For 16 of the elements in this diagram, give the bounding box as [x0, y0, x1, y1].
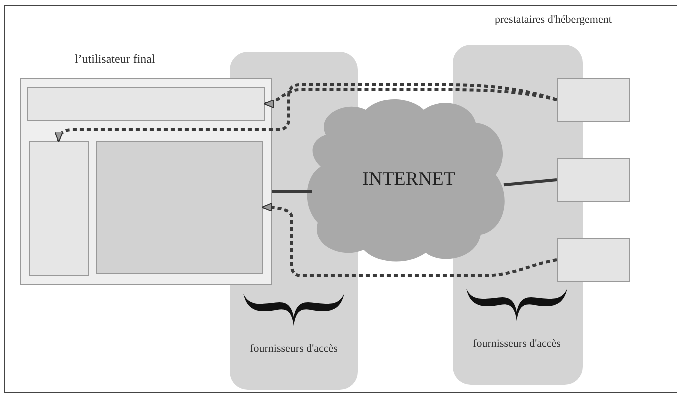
- window-heading: l’utilisateur final: [75, 52, 156, 67]
- band-caption: fournisseurs d'accès: [250, 342, 338, 356]
- cloud-label: INTERNET: [362, 169, 456, 191]
- server-box: [557, 158, 630, 202]
- dashed-arrow: [262, 203, 558, 278]
- server-box: [557, 78, 630, 122]
- dashed-arrow: [264, 88, 558, 108]
- connector-line: [504, 178, 558, 187]
- window-pane: [27, 87, 265, 121]
- band-caption: fournisseurs d'accès: [473, 337, 561, 351]
- connector-line: [272, 190, 312, 194]
- window-pane: [29, 141, 89, 276]
- dashed-arrow: [55, 84, 558, 142]
- group-caption: prestataires d'hébergement: [495, 14, 612, 26]
- server-box: [557, 238, 630, 282]
- window-pane: [96, 141, 263, 274]
